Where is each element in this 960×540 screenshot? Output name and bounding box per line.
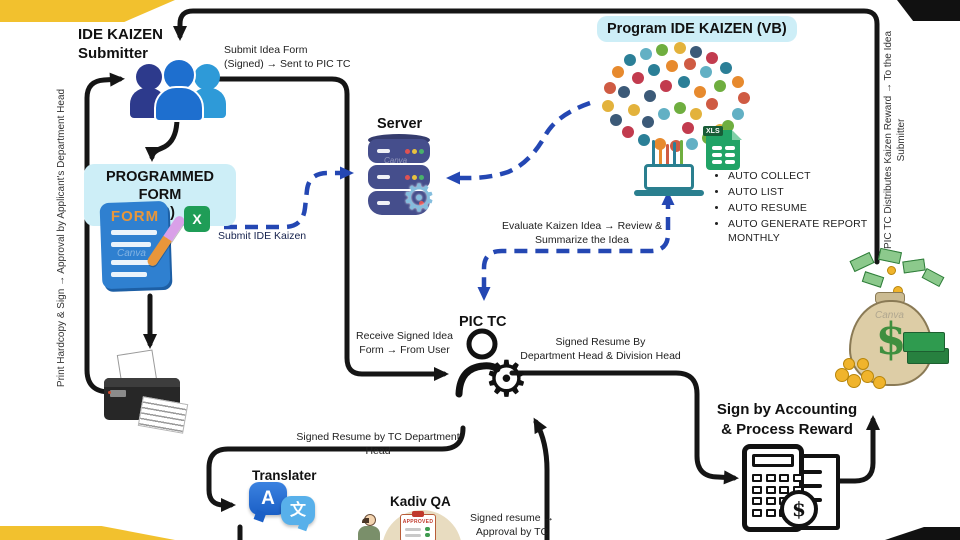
dollar-sign: $	[875, 314, 907, 365]
pic-tc-gear-icon: ⚙	[484, 351, 529, 407]
watermark: Canva	[117, 248, 146, 259]
printer-icon	[100, 349, 192, 436]
edge-kadiv-to-pictc	[533, 417, 550, 540]
edge-label-resume-approval: Signed resume → Approval by TC	[469, 512, 555, 538]
translator-letter-a: A	[261, 488, 275, 509]
edge-label-resume-tc: Signed Resume by TC Department Head	[296, 431, 460, 457]
laptop-icon	[644, 164, 694, 190]
excel-letter: X	[192, 211, 202, 227]
idea-cloud-illustration	[594, 42, 750, 198]
translator-icon: A 文	[243, 482, 317, 536]
money-bag-icon: Canva $	[835, 247, 949, 400]
corner-decoration-top-right	[897, 0, 960, 21]
program-feature-list: AUTO COLLECT AUTO LIST AUTO RESUME AUTO …	[712, 170, 898, 248]
xls-badge: XLS	[703, 126, 723, 136]
server-gear-icon: ⚙	[402, 178, 437, 220]
feature-item: AUTO LIST	[728, 186, 898, 199]
edge-program-to-server	[446, 100, 591, 185]
edge-label-distribute-reward: PIC TC Distributes Kaizen Reward → To th…	[883, 30, 907, 250]
watermark: Canva	[384, 156, 408, 165]
edge-pictc-to-accounting	[509, 370, 739, 485]
translator-letter-cjk: 文	[289, 502, 306, 519]
kadiv-title: Kadiv QA	[390, 494, 451, 509]
accounting-dollar-badge: $	[780, 490, 818, 528]
edge-printer-approval-loop	[84, 72, 125, 395]
translator-title: Translater	[252, 468, 317, 483]
edge-program-pictc-evaluate	[477, 191, 675, 301]
corner-decoration-top-left	[0, 0, 175, 22]
edge-label-print-hardcopy: Print Hardcopy & Sign → Approval by Appl…	[56, 88, 67, 388]
server-icon: Canva ⚙	[368, 134, 436, 218]
server-title: Server	[377, 116, 423, 132]
feature-item: AUTO RESUME	[728, 202, 898, 215]
form-text: FORM	[110, 208, 160, 225]
accounting-title: Sign by Accounting & Process Reward	[716, 401, 858, 438]
watermark: Canva	[875, 310, 904, 321]
excel-icon: X	[184, 206, 210, 232]
people-group-icon	[130, 56, 226, 122]
calculator-icon: $	[742, 438, 850, 538]
feature-item: AUTO COLLECT	[728, 170, 898, 183]
program-title: Program IDE KAIZEN (VB)	[597, 16, 797, 43]
approved-stamp: APPROVED	[402, 519, 434, 525]
edge-label-submit-ide: Submit IDE Kaizen	[218, 230, 307, 242]
pic-tc-title: PIC TC	[459, 314, 507, 330]
edge-people-to-form	[145, 115, 180, 162]
edge-accounting-to-money	[835, 415, 880, 484]
feature-item: AUTO GENERATE REPORT MONTHLY	[728, 218, 868, 244]
submitter-title: IDE KAIZEN Submitter	[78, 26, 164, 62]
edge-label-submit-form: Submit Idea Form (Signed) → Sent to PIC …	[224, 44, 351, 70]
form-document-icon: FORM Canva	[95, 198, 187, 296]
xls-file-icon: XLS	[703, 126, 742, 170]
edge-submit-to-pictc	[213, 76, 449, 381]
edge-label-receive: Receive Signed Idea Form → From User	[356, 330, 453, 356]
edge-pictc-to-translator	[206, 425, 466, 512]
edge-label-resume-heads: Signed Resume By Department Head & Divis…	[520, 336, 681, 362]
pic-tc-person-icon: ⚙	[452, 328, 542, 420]
edge-form-to-server	[224, 166, 354, 230]
edge-label-evaluate: Evaluate Kaizen Idea → Review & Summariz…	[502, 220, 662, 246]
kadiv-qa-icon: APPROVED	[352, 506, 462, 540]
edge-reward-return	[173, 8, 880, 265]
